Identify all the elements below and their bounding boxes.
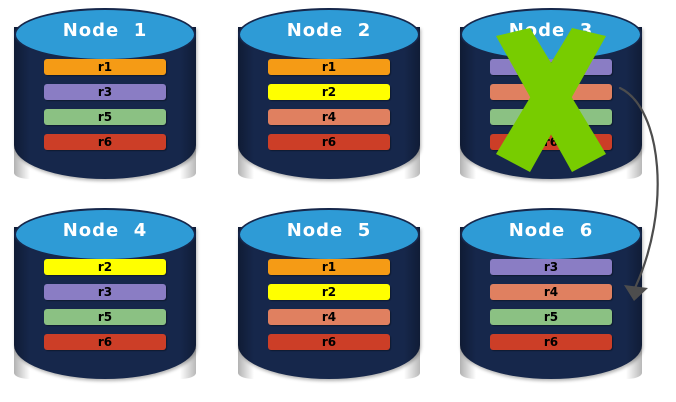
node-1[interactable]: Node 1 r1 r3 r5 r6 [14,8,196,186]
node-6[interactable]: Node 6 r3 r4 r5 r6 [460,208,642,386]
record-bar[interactable]: r4 [268,309,390,325]
record-bar[interactable]: r6 [490,334,612,350]
record-bar[interactable]: r1 [268,259,390,275]
record-bar[interactable]: r1 [268,59,390,75]
record-bar[interactable]: r6 [268,334,390,350]
record-list: r3 r4 r5 r6 [490,59,612,150]
record-bar[interactable]: r1 [44,59,166,75]
record-bar[interactable]: r2 [268,84,390,100]
record-bar[interactable]: r5 [490,109,612,125]
record-bar[interactable]: r5 [44,309,166,325]
node-title: Node 2 [286,20,372,41]
record-list: r1 r2 r4 r6 [268,59,390,150]
record-bar[interactable]: r3 [490,259,612,275]
record-bar[interactable]: r6 [268,134,390,150]
node-title: Node 4 [62,220,148,241]
record-bar[interactable]: r5 [490,309,612,325]
record-bar[interactable]: r2 [268,284,390,300]
record-list: r3 r4 r5 r6 [490,259,612,350]
cylinder-top [14,208,196,261]
record-list: r2 r3 r5 r6 [44,259,166,350]
record-bar[interactable]: r2 [44,259,166,275]
cylinder-top [238,8,420,61]
record-bar[interactable]: r4 [490,84,612,100]
record-bar[interactable]: r4 [490,284,612,300]
node-title: Node 1 [62,20,148,41]
record-list: r1 r2 r4 r6 [268,259,390,350]
node-title: Node 6 [508,220,594,241]
record-bar[interactable]: r5 [44,109,166,125]
record-bar[interactable]: r6 [44,134,166,150]
record-bar[interactable]: r4 [268,109,390,125]
node-5[interactable]: Node 5 r1 r2 r4 r6 [238,208,420,386]
record-bar[interactable]: r6 [490,134,612,150]
node-4[interactable]: Node 4 r2 r3 r5 r6 [14,208,196,386]
node-3[interactable]: Node 3 r3 r4 r5 r6 [460,8,642,186]
record-list: r1 r3 r5 r6 [44,59,166,150]
node-title: Node 5 [286,220,372,241]
node-2[interactable]: Node 2 r1 r2 r4 r6 [238,8,420,186]
node-title: Node 3 [508,20,594,41]
record-bar[interactable]: r6 [44,334,166,350]
record-bar[interactable]: r3 [44,284,166,300]
cylinder-top [238,208,420,261]
record-bar[interactable]: r3 [490,59,612,75]
record-bar[interactable]: r3 [44,84,166,100]
